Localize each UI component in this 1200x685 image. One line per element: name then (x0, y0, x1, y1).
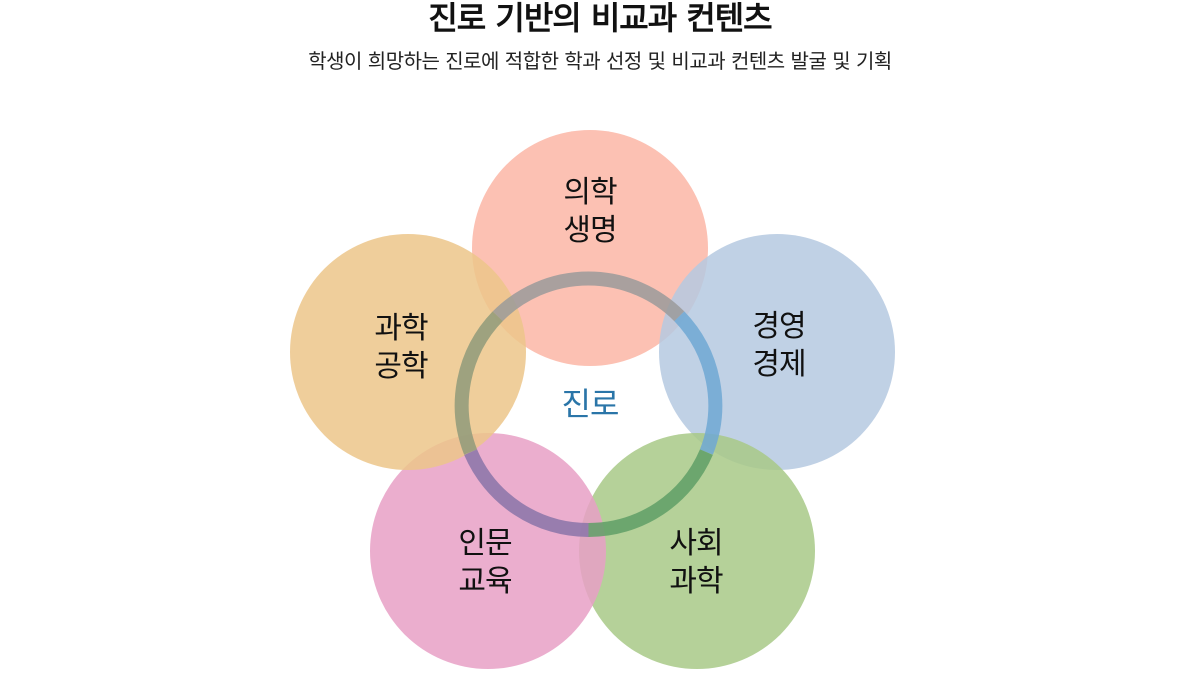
petal-label-social: 사회 과학 (616, 525, 776, 601)
petal-label-line1: 과학 (374, 311, 428, 346)
petal-label-science: 과학 공학 (321, 310, 481, 386)
petal-label-line1: 경영 (752, 309, 806, 344)
petal-label-line1: 의학 (563, 175, 617, 210)
petal-label-line2: 공학 (374, 349, 428, 384)
petal-label-line2: 교육 (458, 564, 512, 599)
petal-circle-social (579, 433, 815, 669)
petal-label-humanities: 인문 교육 (405, 525, 565, 601)
petal-label-line2: 과학 (669, 564, 723, 599)
ring-arc-top (492, 271, 685, 322)
petal-label-line2: 생명 (563, 213, 617, 248)
petal-circle-humanities (370, 433, 606, 669)
petal-label-business: 경영 경제 (699, 308, 859, 384)
petal-label-line2: 경제 (752, 347, 806, 382)
ring-arc-left (454, 311, 503, 455)
petal-label-line1: 인문 (458, 526, 512, 561)
page-title: 진로 기반의 비교과 컨텐츠 (428, 0, 772, 37)
petal-circle-medical (472, 130, 708, 366)
petal-group (286, 126, 899, 673)
ring-arc-right (674, 311, 723, 455)
petal-label-line1: 사회 (669, 526, 723, 561)
center-ring (454, 271, 723, 538)
center-label: 진로 (561, 385, 620, 423)
ring-arc-bottom-left (464, 449, 589, 538)
ring-arc-bottom-right (588, 449, 713, 538)
page-subtitle: 학생이 희망하는 진로에 적합한 학과 선정 및 비교과 컨텐츠 발굴 및 기획 (308, 49, 892, 73)
petal-label-medical: 의학 생명 (510, 174, 670, 250)
